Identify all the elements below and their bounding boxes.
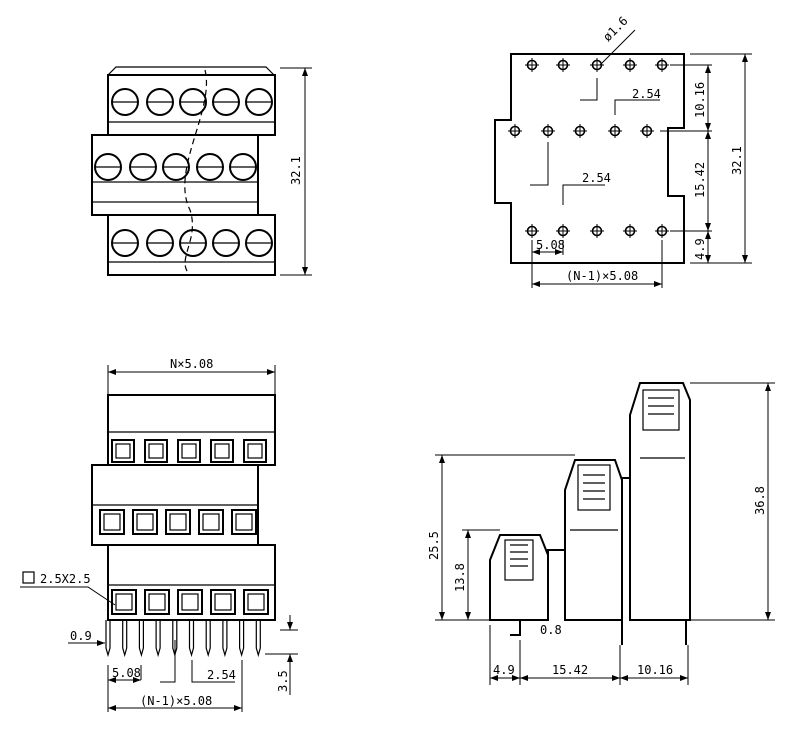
terminal-window [111, 439, 135, 463]
pcb-layout-view: ø1.6 2.54 2.54 10.16 15.42 4.9 32.1 5.08… [494, 14, 752, 288]
pcb-hole-icon [608, 124, 622, 138]
pcb-hole-icon [525, 58, 539, 72]
dim-height-low: 13.8 [453, 563, 467, 592]
dim-pcb-span: (N-1)×5.08 [566, 269, 638, 283]
screw-icon [111, 88, 139, 116]
pcb-hole-icon [525, 224, 539, 238]
pin [222, 620, 228, 658]
terminal-window [177, 439, 201, 463]
front-view: N×5.08 2.5X2.5 0.9 5.08 2.54 (N-1)×5.08 … [20, 357, 298, 712]
screw-icon [146, 229, 174, 257]
pcb-hole-icon [508, 124, 522, 138]
dim-height-total: 36.8 [753, 486, 767, 515]
dim-pcb-offset-2: 2.54 [582, 171, 611, 185]
pin [188, 620, 195, 658]
pin [239, 620, 245, 658]
pcb-hole-icon [541, 124, 555, 138]
dim-side-d3: 10.16 [637, 663, 673, 677]
terminal-window [210, 439, 234, 463]
dim-height-mid: 25.5 [427, 531, 441, 560]
pcb-hole-icon [573, 124, 587, 138]
dim-top-overall: 32.1 [289, 156, 303, 185]
screw-icon [212, 229, 240, 257]
screw-icon [94, 153, 122, 181]
terminal-window [144, 589, 170, 615]
screw-icon [179, 229, 207, 257]
screw-icon [229, 153, 257, 181]
dim-pcb-pitch: 5.08 [536, 238, 565, 252]
terminal-window [144, 439, 168, 463]
terminal-window [198, 509, 224, 535]
dim-front-span: (N-1)×5.08 [140, 694, 212, 708]
dim-pin-square: 2.5X2.5 [40, 572, 91, 586]
screw-icon [111, 229, 139, 257]
dim-pcb-overall: 32.1 [730, 146, 744, 175]
pin [155, 620, 161, 658]
screw-icon [196, 153, 224, 181]
screw-icon [129, 153, 157, 181]
pcb-hole-icon [556, 224, 570, 238]
terminal-window [132, 509, 158, 535]
pcb-hole-icon [590, 58, 604, 72]
pcb-hole-icon [655, 58, 669, 72]
pcb-hole-icon [640, 124, 654, 138]
terminal-window [243, 439, 267, 463]
dim-front-offset: 2.54 [207, 668, 236, 682]
dim-pcb-offset-1: 2.54 [632, 87, 661, 101]
pcb-hole-icon [623, 224, 637, 238]
screw-icon [162, 153, 190, 181]
terminal-window [99, 509, 125, 535]
pcb-hole-icon [590, 224, 604, 238]
pcb-hole-icon [623, 58, 637, 72]
screw-icon [245, 229, 273, 257]
screw-icon [179, 88, 207, 116]
terminal-window [177, 589, 203, 615]
terminal-window [111, 589, 137, 615]
screw-icon [146, 88, 174, 116]
pin [122, 620, 128, 658]
screw-icon [245, 88, 273, 116]
dim-pin-length: 3.5 [276, 670, 290, 692]
terminal-window [210, 589, 236, 615]
terminal-window [165, 509, 191, 535]
top-view: 32.1 [91, 66, 312, 276]
pin [255, 620, 261, 658]
pin [205, 620, 211, 658]
side-view: 0.8 36.8 25.5 13.8 4.9 15.42 10.16 [427, 382, 775, 685]
dim-front-pitch: 5.08 [112, 666, 141, 680]
dim-front-width: N×5.08 [170, 357, 213, 371]
terminal-window [231, 509, 257, 535]
dim-row1-row2: 10.16 [693, 82, 707, 118]
screw-icon [212, 88, 240, 116]
pcb-hole-icon [556, 58, 570, 72]
dim-row2-row3: 15.42 [693, 162, 707, 198]
pcb-hole-icon [655, 224, 669, 238]
terminal-window [243, 589, 269, 615]
dim-pin-thickness: 0.8 [540, 623, 562, 637]
dim-side-d2: 15.42 [552, 663, 588, 677]
dim-row3-edge: 4.9 [693, 238, 707, 260]
pin [105, 620, 111, 658]
dim-pin-width: 0.9 [70, 629, 92, 643]
pin [138, 620, 144, 658]
dim-side-d1: 4.9 [493, 663, 515, 677]
